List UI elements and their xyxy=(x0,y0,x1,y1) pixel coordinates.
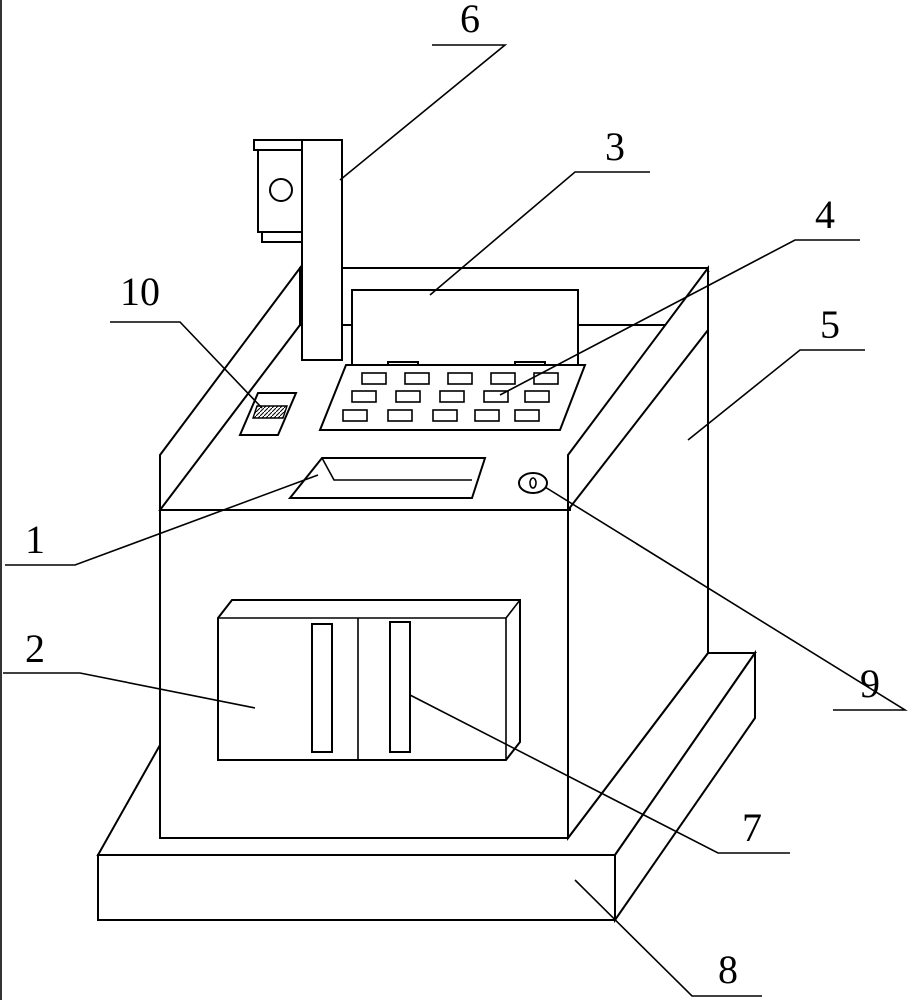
lock-outer-ring xyxy=(518,472,548,494)
drawer-body xyxy=(217,599,521,761)
reference-numerals: 6 3 4 5 10 1 2 9 7 8 xyxy=(25,0,880,992)
drawer-corner-edge xyxy=(505,599,521,619)
keypad-key xyxy=(524,390,550,403)
leader-line-7 xyxy=(409,694,790,854)
label-6: 6 xyxy=(460,0,480,41)
label-5: 5 xyxy=(820,302,840,347)
indicator-module xyxy=(238,392,298,436)
drawer-handle-left xyxy=(311,623,333,753)
right-rim-wall xyxy=(567,264,709,513)
leader-line-1 xyxy=(5,474,319,566)
keypad xyxy=(318,364,587,431)
label-8: 8 xyxy=(718,947,738,992)
lock-keyhole-icon xyxy=(529,477,537,489)
scanner-lens-icon xyxy=(269,178,293,202)
card-slot-inner xyxy=(321,457,472,481)
label-2: 2 xyxy=(25,626,45,671)
scanner-head xyxy=(257,149,303,233)
keypad-key xyxy=(447,372,473,385)
scanner-top-cap xyxy=(253,139,305,151)
display-screen xyxy=(351,289,579,370)
keypad-key xyxy=(404,372,430,385)
scanner-arm xyxy=(253,139,343,361)
keypad-key xyxy=(395,390,421,403)
keypad-key xyxy=(490,372,516,385)
scanner-column xyxy=(301,139,343,361)
label-3: 3 xyxy=(605,124,625,169)
keypad-key xyxy=(351,390,377,403)
keypad-key xyxy=(533,372,559,385)
label-4: 4 xyxy=(815,192,835,237)
label-9: 9 xyxy=(860,661,880,706)
label-10: 10 xyxy=(120,269,160,314)
leader-line-5 xyxy=(687,349,865,441)
base-side-face xyxy=(614,649,756,924)
card-slot-outer xyxy=(287,457,487,499)
leader-line-10 xyxy=(110,321,263,409)
label-1: 1 xyxy=(25,517,45,562)
leader-lines xyxy=(3,44,908,997)
leader-line-2 xyxy=(3,672,256,709)
card-slot xyxy=(287,457,487,499)
indicator-hatched-cell xyxy=(252,405,288,419)
keypad-key xyxy=(361,372,387,385)
keypad-key xyxy=(514,409,540,422)
drawer-handle-right xyxy=(389,621,411,753)
leader-line-4 xyxy=(499,239,860,396)
leader-line-9 xyxy=(544,486,908,711)
base-front-face xyxy=(97,854,616,921)
display-panel xyxy=(351,289,579,369)
drawer xyxy=(217,599,521,761)
leader-line-3 xyxy=(429,171,650,296)
keypad-key xyxy=(387,409,413,422)
key-lock xyxy=(518,472,548,494)
keypad-key xyxy=(439,390,465,403)
leader-line-6 xyxy=(339,44,508,181)
keypad-key xyxy=(342,409,368,422)
keypad-key xyxy=(483,390,509,403)
keypad-key xyxy=(474,409,500,422)
label-7: 7 xyxy=(742,805,762,850)
keypad-key xyxy=(432,409,458,422)
leader-line-8 xyxy=(574,879,762,997)
